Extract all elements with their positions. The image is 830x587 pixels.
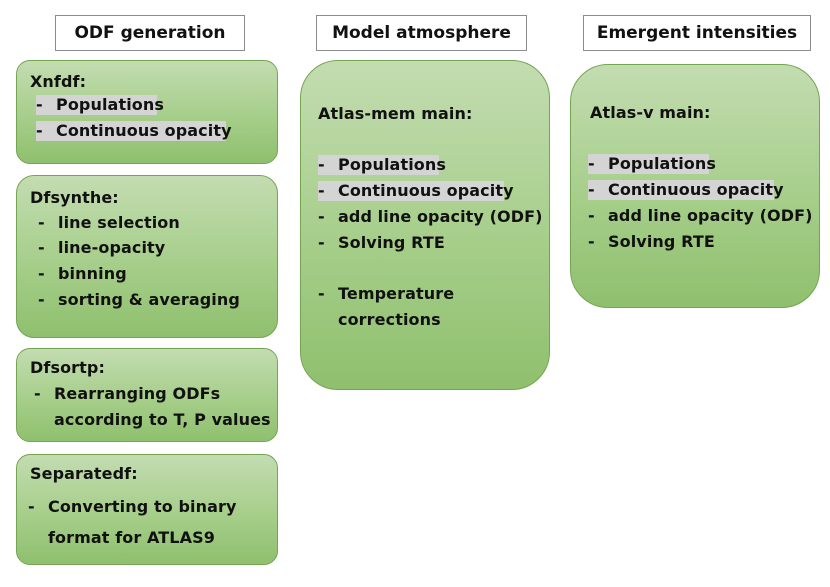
bullet-dash: - [38,264,45,283]
header-emergent-intensities: Emergent intensities [583,15,811,51]
dfsynthe-title: Dfsynthe: [30,188,119,207]
atlas-v-item-line-opacity: -add line opacity (ODF) [588,206,813,225]
bullet-dash: - [28,497,35,516]
xnfdf-title: Xnfdf: [30,72,87,91]
atlas-mem-item-solving-rte: -Solving RTE [318,233,445,252]
atlas-v-item-populations: -Populations [588,154,716,174]
atlas-v-item-solving-rte: -Solving RTE [588,232,715,251]
dfsynthe-item-sorting-averaging: -sorting & averaging [38,290,240,309]
bullet-dash: - [36,121,43,140]
bullet-dash: - [588,232,595,251]
separatedf-line-2: format for ATLAS9 [48,528,215,547]
atlas-v-item-continuous-opacity: -Continuous opacity [588,180,784,200]
dfsynthe-box [16,175,278,338]
separatedf-box [16,454,278,565]
bullet-dash: - [318,233,325,252]
dfsortp-title: Dfsortp: [30,358,105,377]
dfsynthe-item-binning: -binning [38,264,127,283]
bullet-dash: - [318,181,325,200]
atlas-mem-item-corrections: corrections [338,310,441,329]
dfsynthe-item-line-selection: -line selection [38,213,180,232]
xnfdf-item-populations: -Populations [36,95,164,115]
bullet-dash: - [38,213,45,232]
atlas-mem-item-populations: -Populations [318,155,446,175]
bullet-dash: - [34,384,41,403]
separatedf-line-1: -Converting to binary [28,497,237,516]
bullet-dash: - [588,206,595,225]
header-odf-generation: ODF generation [55,15,245,51]
atlas-mem-title: Atlas-mem main: [318,104,473,123]
bullet-dash: - [38,290,45,309]
bullet-dash: - [588,154,595,173]
dfsortp-box [16,348,278,442]
header-model-atmosphere: Model atmosphere [316,15,527,51]
atlas-mem-item-line-opacity: -add line opacity (ODF) [318,207,543,226]
xnfdf-item-continuous-opacity: -Continuous opacity [36,121,232,141]
atlas-v-title: Atlas-v main: [590,103,711,122]
bullet-dash: - [36,95,43,114]
dfsynthe-item-line-opacity: -line-opacity [38,238,166,257]
bullet-dash: - [318,155,325,174]
bullet-dash: - [318,207,325,226]
bullet-dash: - [318,284,325,303]
atlas-mem-item-temperature: -Temperature [318,284,455,303]
separatedf-title: Separatedf: [30,464,138,483]
bullet-dash: - [38,238,45,257]
dfsortp-line-2: according to T, P values [54,410,271,429]
atlas-mem-box [300,60,550,390]
bullet-dash: - [588,180,595,199]
dfsortp-line-1: -Rearranging ODFs [34,384,221,403]
atlas-mem-item-continuous-opacity: -Continuous opacity [318,181,514,201]
